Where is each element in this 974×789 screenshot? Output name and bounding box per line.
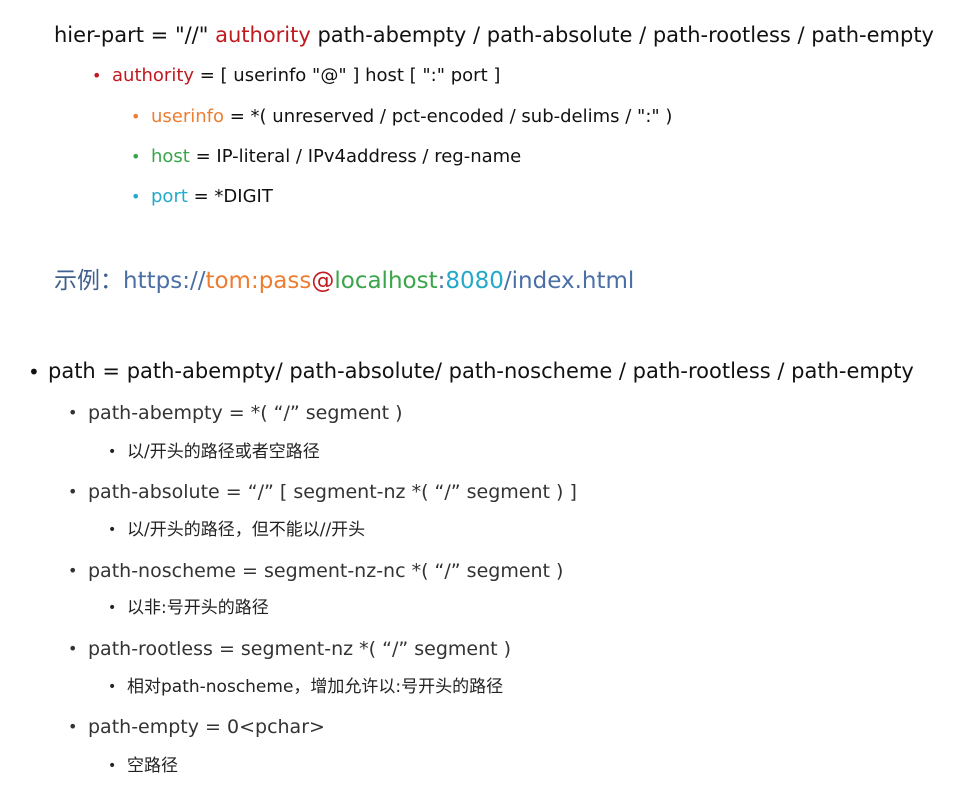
example-path: /index.html [503, 268, 635, 294]
host-bullet: • [131, 147, 141, 166]
path-rule: path = path-abempty/ path-absolute/ path… [48, 359, 914, 383]
path-desc-bullet: • [108, 679, 117, 695]
port-name: port [151, 186, 188, 207]
path-desc-abempty: 以/开头的路径或者空路径 [127, 442, 320, 462]
host-name: host [151, 146, 190, 167]
example-label: 示例： [54, 268, 123, 294]
path-item-bullet: • [68, 717, 78, 736]
example-url: 示例：https://tom:pass@localhost:8080/index… [54, 270, 634, 293]
userinfo-body: = *( unreserved / pct-encoded / sub-deli… [224, 106, 673, 127]
path-desc-noscheme: 以非:号开头的路径 [127, 598, 269, 618]
path-desc-bullet: • [108, 758, 117, 774]
authority-bullet: • [92, 66, 102, 85]
path-item-empty: path-empty = 0<pchar> [88, 716, 325, 738]
path-desc-rootless: 相对path-noscheme，增加允许以:号开头的路径 [127, 677, 504, 697]
userinfo-name: userinfo [151, 106, 225, 127]
path-desc-bullet: • [108, 600, 117, 616]
path-desc-bullet: • [108, 444, 117, 460]
path-desc-absolute: 以/开头的路径，但不能以//开头 [127, 520, 366, 540]
path-item-bullet: • [68, 403, 78, 422]
hier-part-authority-term: authority [215, 23, 311, 47]
hier-part-rule: hier-part = "//" authority path-abempty … [54, 25, 934, 46]
example-at: @ [311, 268, 335, 294]
path-item-rootless: path-rootless = segment-nz *( “/” segmen… [88, 638, 512, 660]
example-userinfo: tom:pass [205, 268, 312, 294]
port-body: = *DIGIT [187, 186, 273, 207]
path-item-bullet: • [68, 561, 78, 580]
example-colon: : [437, 268, 446, 294]
path-item-abempty: path-abempty = *( “/” segment ) [88, 402, 403, 424]
host-rule: host = IP-literal / IPv4address / reg-na… [151, 148, 521, 166]
port-bullet: • [131, 187, 141, 206]
authority-name: authority [112, 65, 195, 86]
example-port: 8080 [445, 268, 504, 294]
example-host: localhost [334, 268, 438, 294]
authority-body: = [ userinfo "@" ] host [ ":" port ] [194, 65, 501, 86]
userinfo-rule: userinfo = *( unreserved / pct-encoded /… [151, 108, 672, 126]
hier-part-rest: path-abempty / path-absolute / path-root… [310, 23, 934, 47]
userinfo-bullet: • [131, 107, 141, 126]
path-item-absolute: path-absolute = “/” [ segment-nz *( “/” … [88, 481, 577, 503]
hier-part-prefix: hier-part = "//" [54, 23, 216, 47]
path-item-noscheme: path-noscheme = segment-nz-nc *( “/” seg… [88, 560, 564, 582]
authority-rule: authority = [ userinfo "@" ] host [ ":" … [112, 67, 500, 85]
port-rule: port = *DIGIT [151, 188, 273, 206]
path-desc-empty: 空路径 [127, 756, 178, 776]
path-item-bullet: • [68, 482, 78, 501]
example-scheme: https:// [123, 268, 206, 294]
path-item-bullet: • [68, 639, 78, 658]
path-desc-bullet: • [108, 522, 117, 538]
path-bullet: • [28, 360, 40, 384]
host-body: = IP-literal / IPv4address / reg-name [189, 146, 522, 167]
